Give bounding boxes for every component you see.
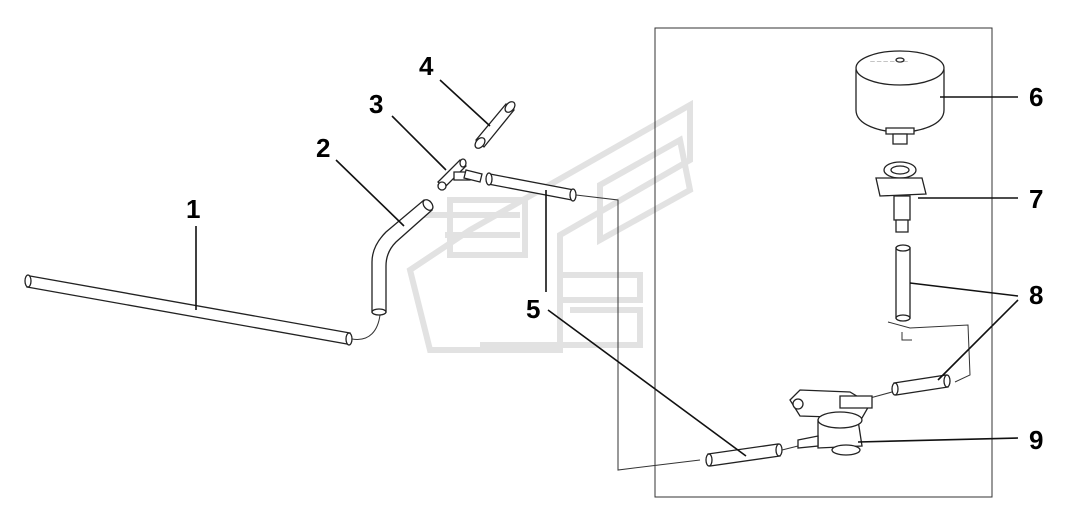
part-5-hose-lower [705,443,799,467]
leader-9 [857,437,1019,443]
callout-6: 6 [1029,82,1043,112]
part-1-long-pipe [24,274,381,346]
callout-labels: 1 2 3 4 5 6 7 8 9 [186,51,1043,455]
leader-8-down [937,299,1019,381]
part-2-bent-hose [371,199,434,316]
svg-text:— — — — — —: — — — — — — [870,59,908,65]
part-3-tee-fitting [437,158,483,191]
part-9-fuel-pump [789,389,873,456]
assembly-frame [654,27,993,498]
callout-1: 1 [186,194,200,224]
callout-8: 8 [1029,280,1043,310]
part-4-short-hose [474,101,516,149]
callout-2: 2 [316,133,330,163]
part-7-valve-body [875,161,927,233]
part-6-filter-cap: — — — — — — [855,50,945,145]
part-8-hose-vertical [887,244,971,383]
leader-lines [195,79,1019,457]
callout-9: 9 [1029,425,1043,455]
callout-7: 7 [1029,184,1043,214]
part-8-hose-horizontal [869,374,951,399]
callout-3: 3 [369,89,383,119]
leader-4 [439,79,491,127]
part-5-hose-upper [485,172,701,471]
watermark-logo [406,99,694,353]
callout-5: 5 [526,294,540,324]
leader-5-down [547,309,747,457]
callout-4: 4 [419,51,434,81]
leader-2 [335,159,405,227]
leader-3 [391,115,447,171]
leader-8-up [909,282,1019,297]
